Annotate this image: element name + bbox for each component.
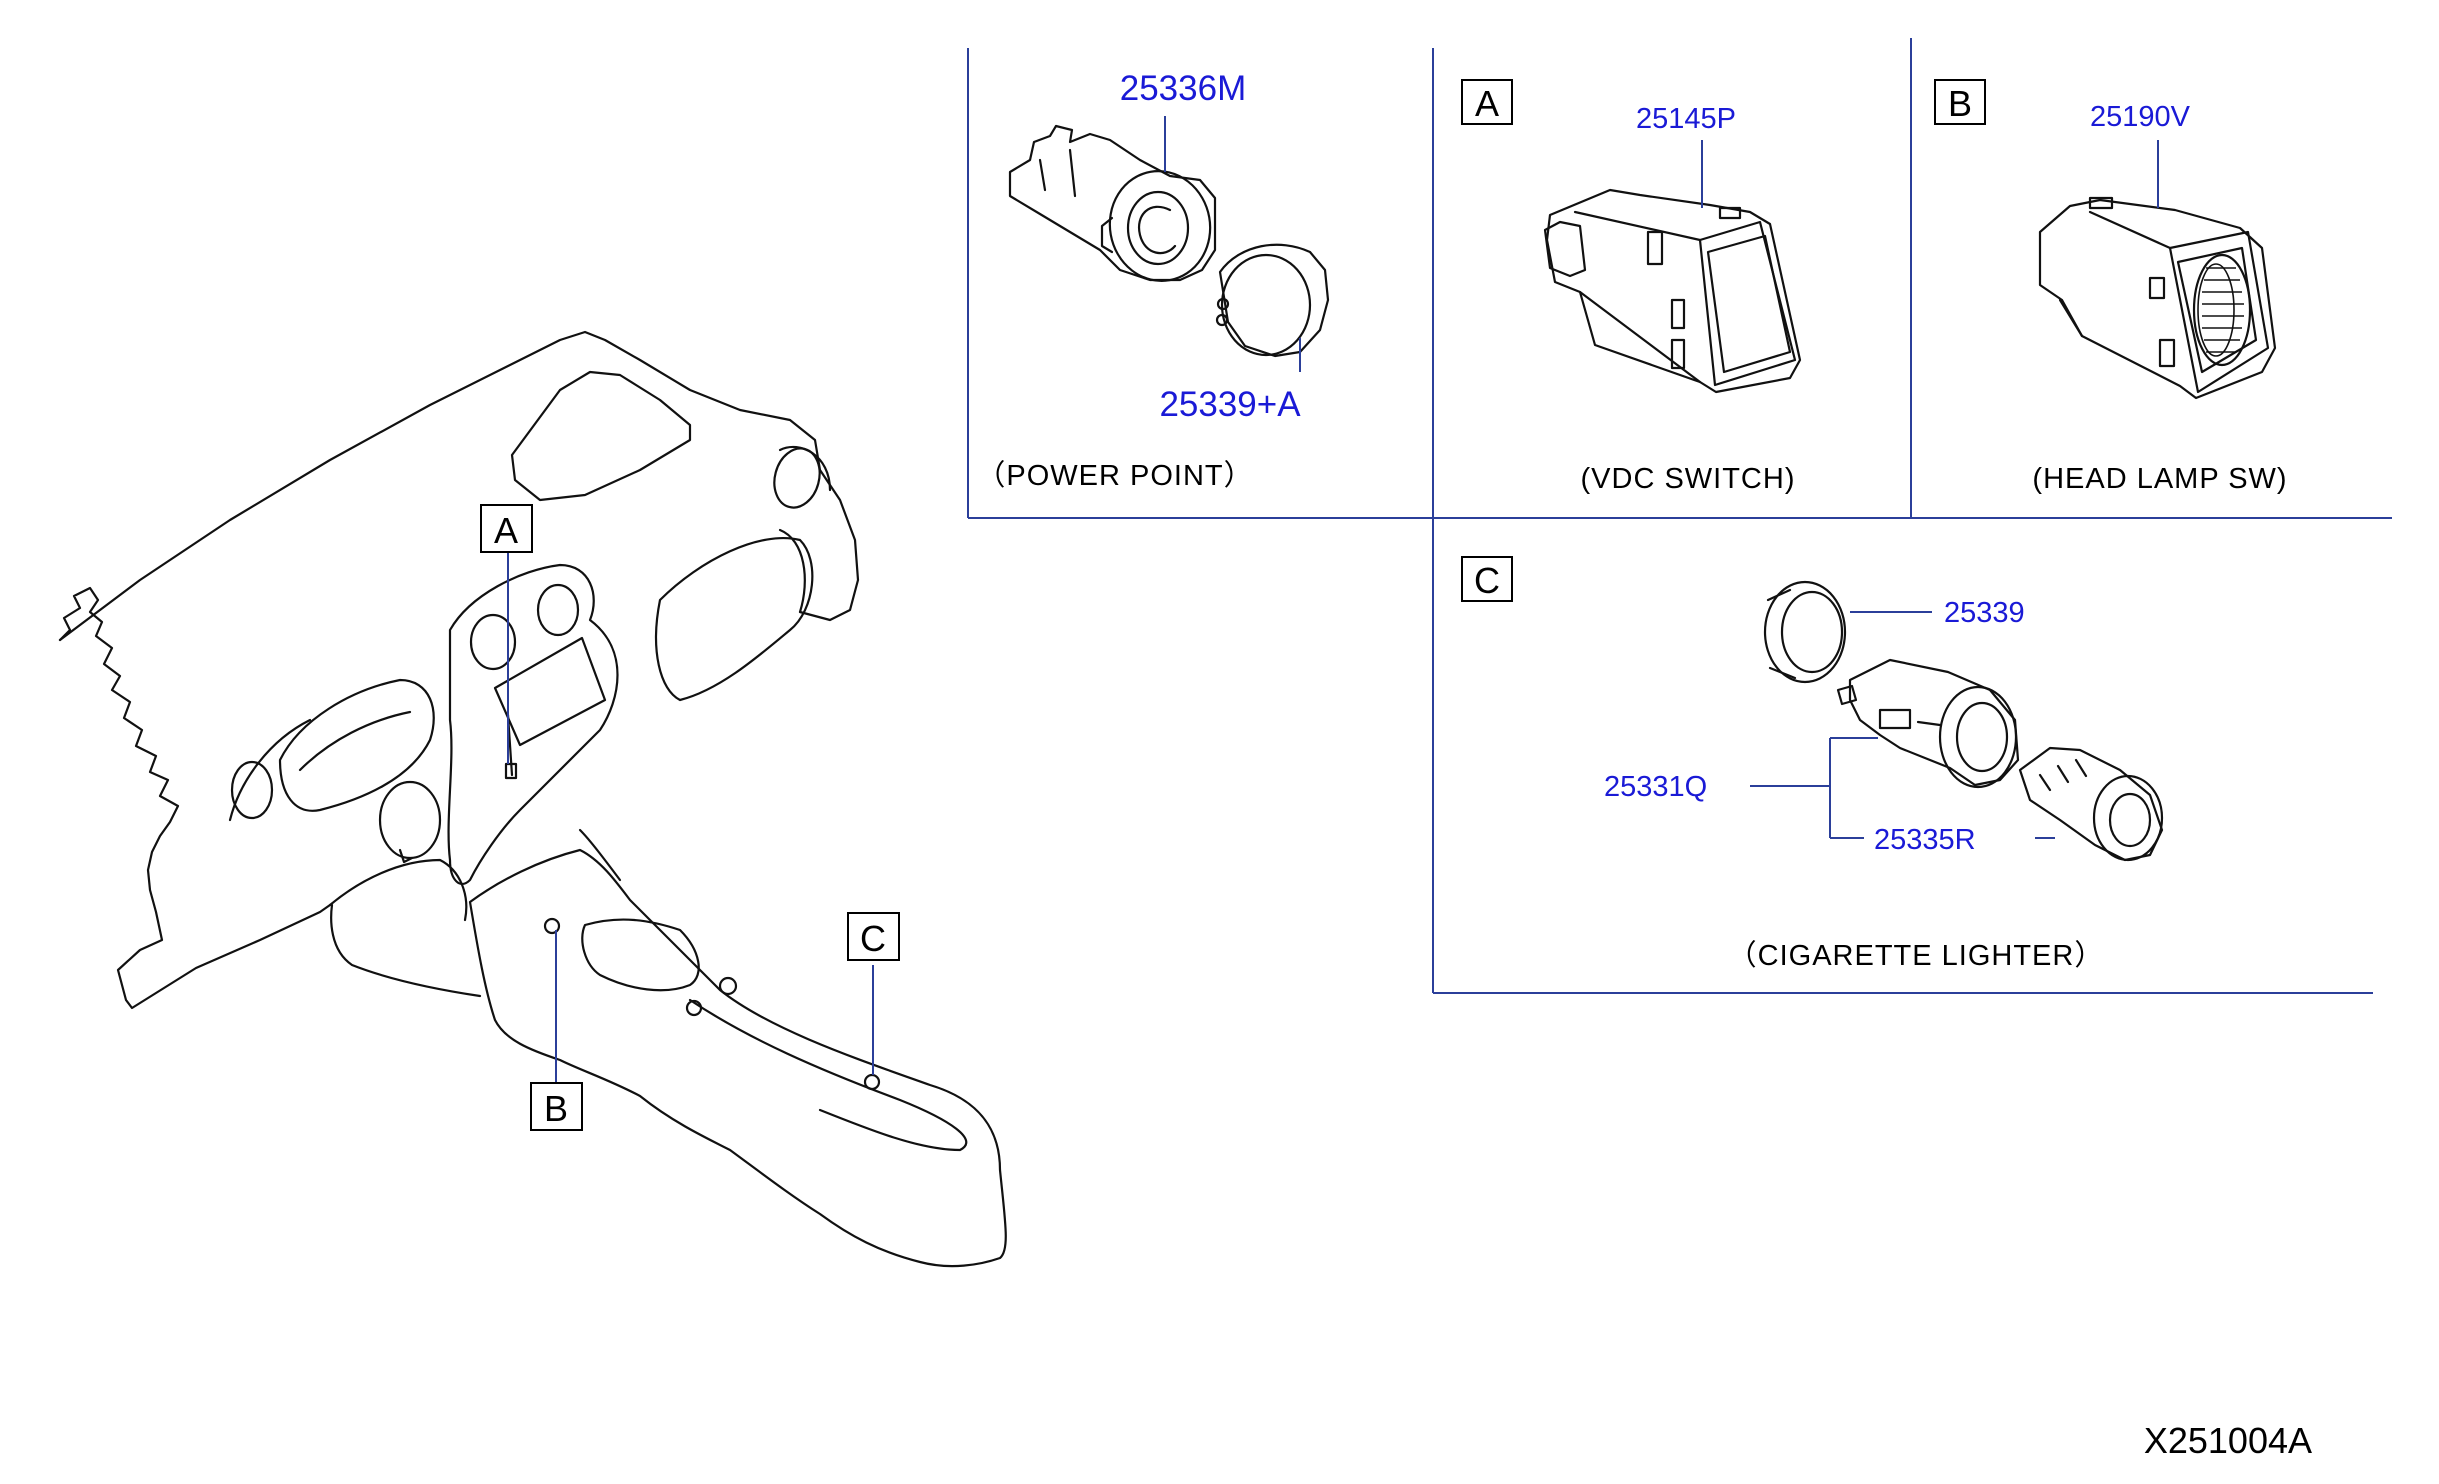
caption-power-point: （POWER POINT） <box>976 460 1253 492</box>
callout-c: C <box>847 912 900 961</box>
diagram-code: X251004A <box>2144 1420 2312 1461</box>
part-25190V: 25190V <box>2090 101 2191 133</box>
part-25339-plus-a: 25339+A <box>1159 385 1301 424</box>
power-point-socket <box>1008 124 1217 282</box>
panel-label-a: A <box>1461 79 1513 125</box>
lighter-cap <box>1763 580 1847 684</box>
panel-label-c: C <box>1461 556 1513 602</box>
power-point-cap <box>1215 243 1330 358</box>
part-25145P: 25145P <box>1636 103 1736 135</box>
head-lamp-sw-panel: B 25190V (HEAD LAMP SW) <box>1934 79 2287 495</box>
vdc-switch-panel: A 25145P (VDC SWITCH) <box>1461 79 1802 495</box>
panel-label-b: B <box>1934 79 1986 125</box>
part-25339: 25339 <box>1944 597 2025 629</box>
lighter-socket <box>1836 658 2020 789</box>
part-25336M: 25336M <box>1120 69 1246 108</box>
cigarette-lighter-panel: C 25339 25331Q <box>1461 556 2164 972</box>
dashboard-illustration <box>58 330 1007 1268</box>
part-25335R: 25335R <box>1874 824 1976 856</box>
svg-text:C: C <box>860 918 886 959</box>
vdc-switch-body <box>1543 188 1802 394</box>
power-point-panel: 25336M 25339+A （POWER POINT） <box>976 69 1330 492</box>
callout-b: B <box>530 1082 583 1131</box>
caption-head-lamp-sw: (HEAD LAMP SW) <box>2032 463 2287 495</box>
panel-frames <box>967 38 2392 994</box>
svg-text:A: A <box>1475 83 1499 124</box>
callout-a: A <box>480 504 533 553</box>
svg-text:C: C <box>1474 560 1500 601</box>
part-25331Q: 25331Q <box>1604 771 1707 803</box>
caption-cigarette-lighter: （CIGARETTE LIGHTER） <box>1728 940 2105 972</box>
head-lamp-switch-body <box>2038 196 2277 400</box>
lighter-plug <box>2018 746 2164 862</box>
svg-text:A: A <box>494 510 518 551</box>
caption-vdc-switch: (VDC SWITCH) <box>1581 463 1796 495</box>
svg-text:B: B <box>1948 83 1972 124</box>
svg-text:B: B <box>544 1088 568 1129</box>
